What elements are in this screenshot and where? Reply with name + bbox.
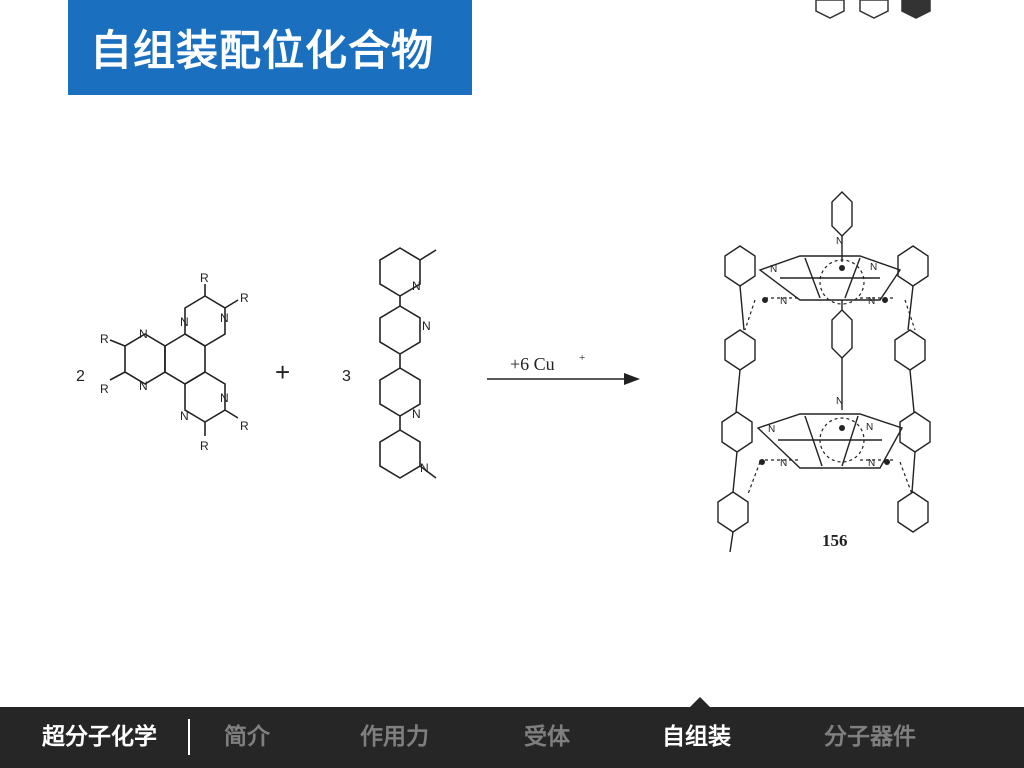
coefficient-b: 3: [342, 368, 351, 385]
atom-label: N: [220, 311, 229, 325]
active-section-pointer-icon: [690, 697, 710, 707]
atom-label: N: [422, 319, 431, 333]
nav-item-intro[interactable]: 简介: [224, 724, 270, 750]
atom-label: N: [412, 279, 421, 293]
reagent-charge: +: [579, 352, 585, 364]
atom-label: N: [139, 327, 148, 341]
reaction-scheme-svg: 2 R R R R R R N N N N N N +: [76, 191, 931, 553]
molecule-b: 3 N N N N: [342, 247, 437, 479]
atom-label: N: [220, 391, 229, 405]
slide-indicators: [815, 0, 931, 19]
atom-label: N: [768, 424, 775, 435]
atom-label: N: [870, 262, 877, 273]
nav-item-forces[interactable]: 作用力: [360, 724, 429, 750]
nav-divider: [188, 719, 190, 755]
hex-indicator-3-icon[interactable]: [901, 0, 931, 19]
slide-title: 自组装配位化合物: [90, 26, 435, 75]
atom-label: N: [866, 422, 873, 433]
atom-label: N: [420, 461, 429, 475]
hex-indicator-1-icon[interactable]: [815, 0, 845, 19]
atom-label: R: [200, 271, 209, 285]
nav-home-link[interactable]: 超分子化学: [42, 724, 157, 750]
atom-label: R: [200, 439, 209, 453]
atom-label: R: [100, 382, 109, 396]
atom-label: N: [180, 315, 189, 329]
atom-label: N: [868, 458, 875, 469]
atom-label: N: [180, 409, 189, 423]
atom-label: N: [836, 236, 843, 247]
atom-label: N: [770, 264, 777, 275]
product-cage: N N N N N N N N N N 156: [717, 191, 931, 553]
nav-item-self-assembly[interactable]: 自组装: [662, 724, 731, 750]
plus-sign: +: [275, 357, 290, 387]
product-label: 156: [822, 531, 848, 550]
reagent-label: +6 Cu: [510, 354, 555, 374]
reaction-arrow: +6 Cu +: [487, 352, 640, 385]
bottom-navigation: 超分子化学 简介 作用力 受体 自组装 分子器件: [0, 707, 1024, 768]
hex-indicator-2-icon[interactable]: [859, 0, 889, 19]
atom-label: N: [836, 396, 843, 407]
reaction-figure: 2 R R R R R R N N N N N N +: [76, 191, 931, 553]
atom-label: R: [100, 332, 109, 346]
atom-label: N: [780, 458, 787, 469]
atom-label: R: [240, 419, 249, 433]
molecule-a: 2 R R R R R R N N N N N N: [76, 271, 249, 453]
coefficient-a: 2: [76, 368, 85, 385]
atom-label: R: [240, 291, 249, 305]
atom-label: N: [780, 296, 787, 307]
atom-label: N: [139, 379, 148, 393]
slide-title-banner: 自组装配位化合物: [68, 0, 472, 95]
atom-label: N: [868, 296, 875, 307]
nav-item-receptors[interactable]: 受体: [524, 724, 570, 750]
atom-label: N: [412, 407, 421, 421]
nav-item-molecular-devices[interactable]: 分子器件: [824, 724, 916, 750]
